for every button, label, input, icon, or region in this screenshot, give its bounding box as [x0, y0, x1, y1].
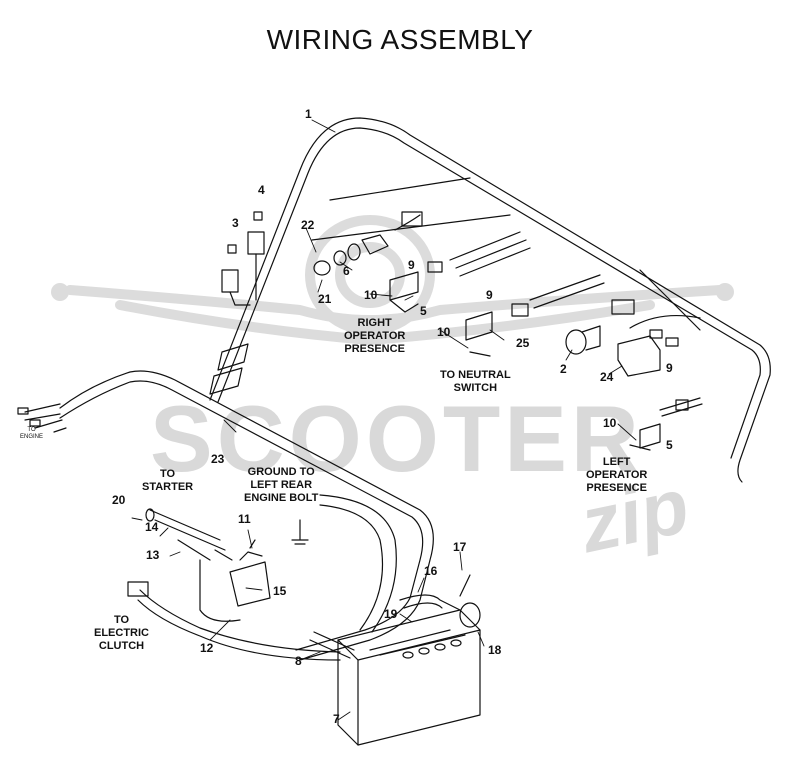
callout-10: 10 [437, 325, 451, 339]
callout-10: 10 [364, 288, 378, 302]
callout-13: 13 [146, 548, 160, 562]
callout-12: 12 [200, 641, 214, 655]
callout-19: 19 [384, 607, 398, 621]
callout-24: 24 [600, 370, 614, 384]
operator-presence-switches [389, 271, 703, 451]
solenoid-assembly [127, 508, 341, 661]
label-left-operator-presence: LEFT OPERATOR PRESENCE [586, 456, 648, 494]
callout-5: 5 [420, 304, 427, 318]
hour-meter-and-light [565, 325, 661, 377]
watermark-text: SCOOTER [150, 386, 643, 491]
watermark-dots [51, 283, 734, 301]
label-to-neutral-switch: TO NEUTRAL SWITCH [440, 369, 511, 394]
leader-lines [131, 119, 637, 721]
callout-5: 5 [666, 438, 673, 452]
harness-connectors [209, 343, 249, 395]
callout-4: 4 [258, 183, 265, 197]
callout-22: 22 [301, 218, 315, 232]
callout-23: 23 [211, 452, 225, 466]
callout-18: 18 [488, 643, 502, 657]
callout-8: 8 [295, 654, 302, 668]
callout-11: 11 [238, 512, 251, 526]
callout-15: 15 [273, 584, 287, 598]
callout-25: 25 [516, 336, 530, 350]
label-ground-to-left-rear-engine-bolt: GROUND TO LEFT REAR ENGINE BOLT [244, 466, 319, 504]
callout-6: 6 [343, 264, 350, 278]
label-to-engine: TO ENGINE [20, 427, 44, 440]
label-to-starter: TO STARTER [142, 468, 194, 493]
engine-harness [17, 370, 434, 661]
label-right-operator-presence: RIGHT OPERATOR PRESENCE [344, 317, 406, 355]
ground-strap [291, 494, 397, 633]
callout-20: 20 [112, 493, 126, 507]
callout-7: 7 [333, 712, 340, 726]
callout-10: 10 [603, 416, 617, 430]
callout-9: 9 [408, 258, 415, 272]
callout-2: 2 [560, 362, 567, 376]
ignition-switch [313, 211, 423, 276]
callout-16: 16 [424, 564, 438, 578]
battery-cables [309, 574, 481, 659]
label-to-electric-clutch: TO ELECTRIC CLUTCH [94, 614, 149, 652]
watermark-emblem [65, 215, 725, 345]
diagram-title: WIRING ASSEMBLY [266, 24, 534, 55]
fuse-holders [221, 211, 265, 306]
callout-14: 14 [145, 520, 159, 534]
harness-plugs [427, 231, 701, 347]
battery [337, 609, 481, 746]
callout-17: 17 [453, 540, 467, 554]
callout-9: 9 [486, 288, 493, 302]
callout-1: 1 [305, 107, 312, 121]
callout-9: 9 [666, 361, 673, 375]
callout-3: 3 [232, 216, 239, 230]
callout-21: 21 [318, 292, 332, 306]
